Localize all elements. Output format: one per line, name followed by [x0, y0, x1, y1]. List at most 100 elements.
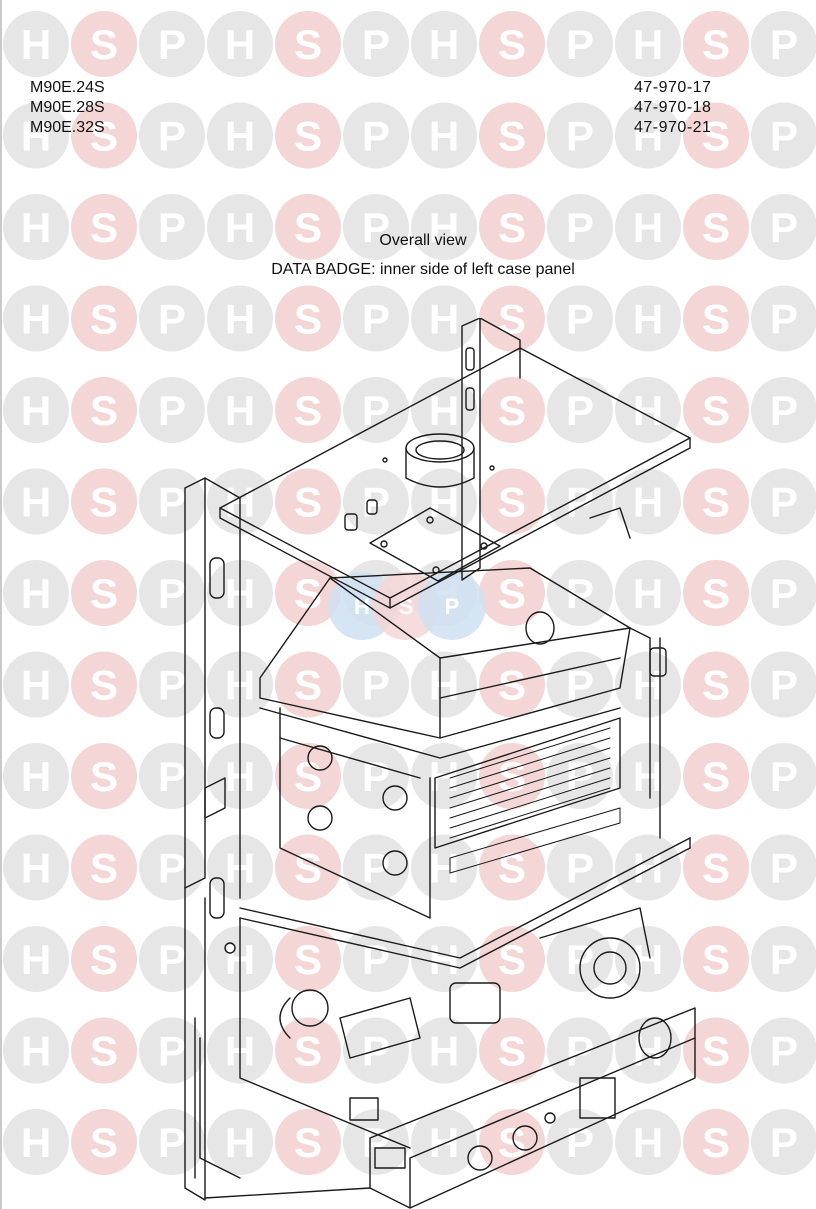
watermark-circle — [683, 285, 749, 352]
watermark-letter: P — [158, 845, 186, 892]
watermark-circle — [71, 560, 137, 626]
watermark-circle — [275, 468, 341, 535]
watermark-letter: H — [21, 662, 51, 709]
center-logo-letter: P — [445, 594, 460, 619]
watermark-circle — [275, 651, 341, 718]
data-badge-note: DATA BADGE: inner side of left case pane… — [271, 261, 575, 278]
watermark-letter: P — [362, 936, 390, 983]
watermark-letter: P — [566, 570, 594, 617]
watermark-circle — [751, 11, 816, 77]
watermark-circle — [411, 11, 477, 77]
watermark-letter: S — [702, 204, 730, 251]
watermark-letter: H — [21, 845, 51, 892]
watermark-letter: H — [633, 113, 663, 160]
watermark-letter: H — [21, 753, 51, 800]
watermark-letter: H — [429, 845, 459, 892]
watermark-circle — [411, 651, 477, 718]
watermark-circle — [139, 102, 205, 169]
watermark-letter: S — [498, 479, 526, 526]
combustion-hood — [259, 567, 631, 739]
watermark-letter: H — [633, 570, 663, 617]
watermark-circle — [751, 377, 816, 443]
watermark-circle — [683, 194, 749, 260]
watermark-circle — [683, 834, 749, 901]
model-number: M90E.28S — [30, 99, 105, 116]
watermark-letter: H — [429, 21, 459, 68]
watermark-circle — [275, 926, 341, 992]
watermark-circle — [547, 468, 613, 535]
watermark-letter: P — [158, 570, 186, 617]
watermark-letter: S — [90, 479, 118, 526]
watermark-letter: S — [90, 296, 118, 343]
watermark-letter: S — [498, 21, 526, 68]
watermark-circle — [615, 926, 681, 992]
watermark-circle — [547, 1017, 613, 1084]
watermark-circle — [71, 102, 137, 169]
drip-tray — [239, 837, 691, 969]
watermark-circle — [275, 102, 341, 169]
watermark-letter: S — [702, 1119, 730, 1166]
watermark-circle — [71, 1109, 137, 1175]
watermark-letter: H — [633, 845, 663, 892]
watermark-circle — [275, 834, 341, 901]
watermark-letter: H — [633, 936, 663, 983]
page-left-border — [0, 0, 2, 1209]
watermark-circle — [411, 1109, 477, 1175]
watermark-letter: P — [158, 753, 186, 800]
watermark-circle — [479, 194, 545, 260]
watermark-circle — [71, 468, 137, 535]
heat-exchanger — [259, 707, 621, 849]
watermark-circle — [207, 1109, 273, 1175]
watermark-circle — [139, 194, 205, 260]
part-code-list: 47-970-17 47-970-18 47-970-21 — [634, 78, 711, 138]
watermark-circle — [71, 285, 137, 352]
watermark-circle — [479, 468, 545, 535]
watermark-letter: P — [362, 1119, 390, 1166]
watermark-circle — [615, 468, 681, 535]
watermark-circle — [139, 11, 205, 77]
watermark-letter: H — [21, 1119, 51, 1166]
watermark-circle — [139, 468, 205, 535]
watermark-circle — [547, 377, 613, 443]
watermark-letter: H — [633, 204, 663, 251]
watermark-circle — [71, 1017, 137, 1084]
watermark-letter: S — [702, 21, 730, 68]
watermark-circle — [411, 377, 477, 443]
watermark-circle — [139, 743, 205, 809]
watermark-letter: H — [225, 113, 255, 160]
watermark-letter: H — [225, 21, 255, 68]
watermark-circle — [751, 285, 816, 352]
watermark-circle — [275, 11, 341, 77]
watermark-letter: S — [702, 662, 730, 709]
center-logo-letter: H — [354, 594, 370, 619]
watermark-circle — [139, 377, 205, 443]
watermark-letter: S — [498, 296, 526, 343]
watermark-letter: P — [362, 387, 390, 434]
part-code: 47-970-21 — [634, 119, 712, 136]
part-code: 47-970-17 — [634, 79, 712, 96]
watermark-letter: S — [294, 845, 322, 892]
watermark-circle — [3, 468, 69, 535]
watermark-circle — [683, 102, 749, 169]
watermark-circle — [751, 651, 816, 718]
combustion-side-panel — [279, 707, 431, 919]
watermark-letter: S — [702, 1028, 730, 1075]
watermark-letter: P — [566, 21, 594, 68]
watermark-letter: P — [362, 662, 390, 709]
watermark-letter: S — [498, 936, 526, 983]
watermark-letter: P — [362, 113, 390, 160]
watermark-letter: S — [90, 662, 118, 709]
watermark-circle — [3, 651, 69, 718]
watermark-circle — [751, 834, 816, 901]
watermark-letter: P — [158, 387, 186, 434]
watermark-letter: H — [429, 1028, 459, 1075]
watermark-letter: P — [770, 753, 798, 800]
watermark-letter: S — [90, 845, 118, 892]
watermark-circle — [479, 285, 545, 352]
watermark-circle — [751, 1017, 816, 1084]
watermark-circle — [275, 377, 341, 443]
model-list: M90E.24S M90E.28S M90E.32S — [30, 78, 105, 138]
watermark-letter: H — [21, 570, 51, 617]
watermark-circle — [547, 102, 613, 169]
